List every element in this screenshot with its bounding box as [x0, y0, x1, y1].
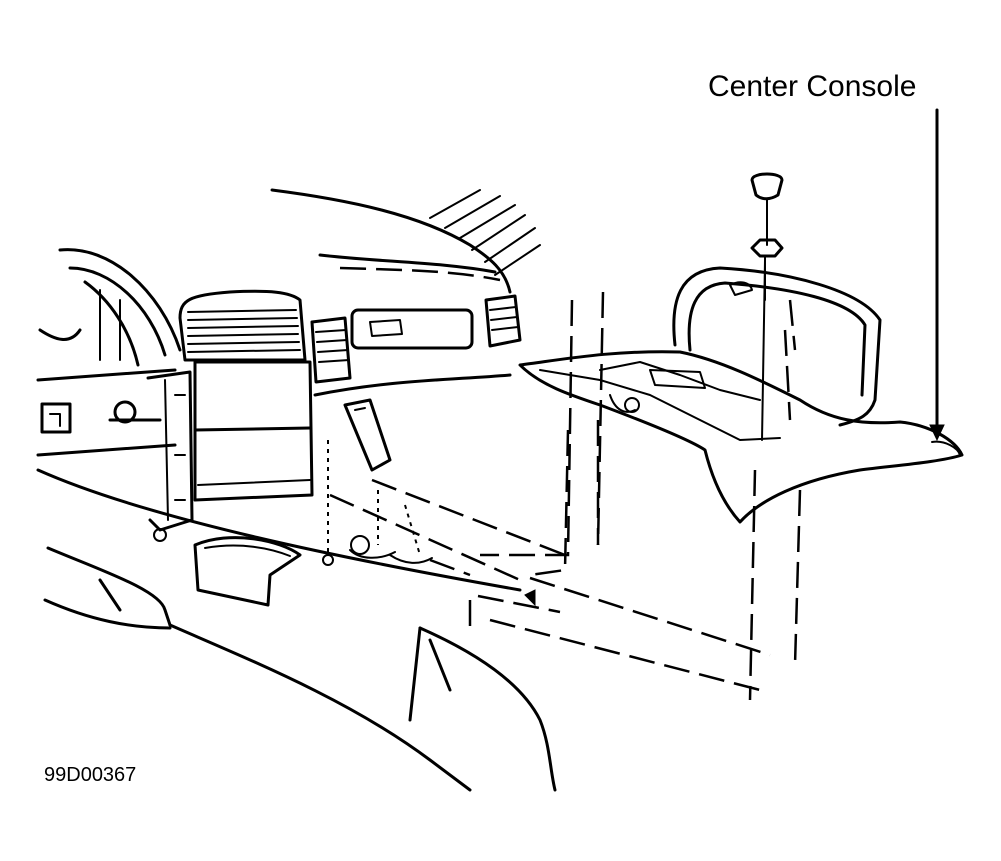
center-console-label: Center Console — [708, 70, 917, 103]
radio-unit — [193, 360, 314, 502]
passenger-dash — [313, 308, 512, 472]
alignment-guides — [329, 291, 802, 701]
console-knob — [750, 172, 784, 441]
floor-and-seat — [36, 468, 557, 792]
instrument-cluster — [36, 248, 182, 457]
storage-tray — [193, 536, 302, 607]
center-console-part — [518, 266, 964, 524]
side-air-vent-left — [310, 316, 352, 384]
side-air-vent-right — [484, 294, 522, 348]
center-air-vent — [178, 289, 307, 362]
figure-id: 99D00367 — [44, 764, 137, 786]
callout-leader — [929, 108, 945, 442]
fastener-hardware — [322, 440, 536, 607]
dashboard-top — [270, 188, 541, 294]
